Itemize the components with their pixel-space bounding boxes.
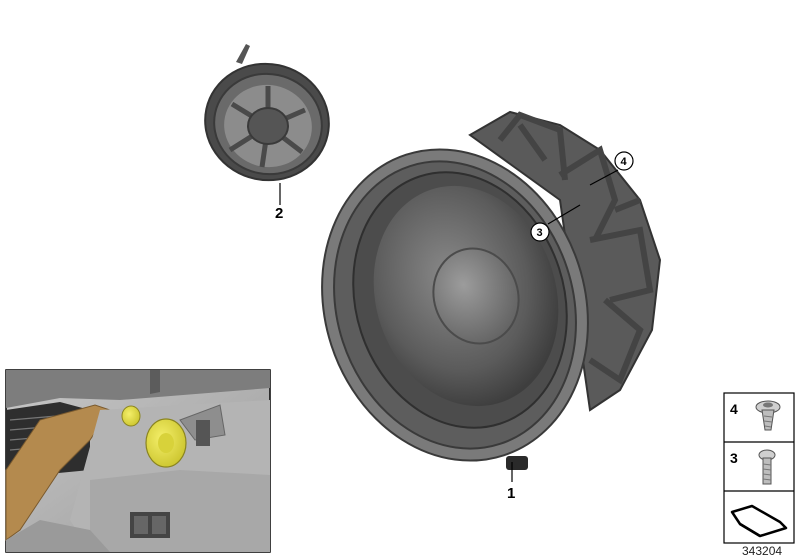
callout-part-2: 2	[275, 205, 283, 222]
kit-symbol-icon	[730, 504, 788, 538]
door-inset	[5, 369, 271, 553]
diagram-id: 343204	[742, 544, 782, 558]
callout-part-4: 4	[621, 156, 628, 168]
legend-box: 4 3	[723, 392, 795, 544]
flanged-screw-icon	[755, 400, 781, 431]
callout-part-4-circle: 4	[614, 151, 634, 171]
legend-label-4: 4	[730, 401, 738, 417]
callout-part-1: 1	[507, 485, 515, 502]
callout-part-3-circle: 3	[530, 222, 550, 242]
tweeter	[204, 44, 330, 182]
screw-icon	[758, 449, 776, 485]
callout-part-3: 3	[537, 227, 543, 239]
bass-speaker	[321, 110, 662, 470]
legend-label-3: 3	[730, 450, 738, 466]
